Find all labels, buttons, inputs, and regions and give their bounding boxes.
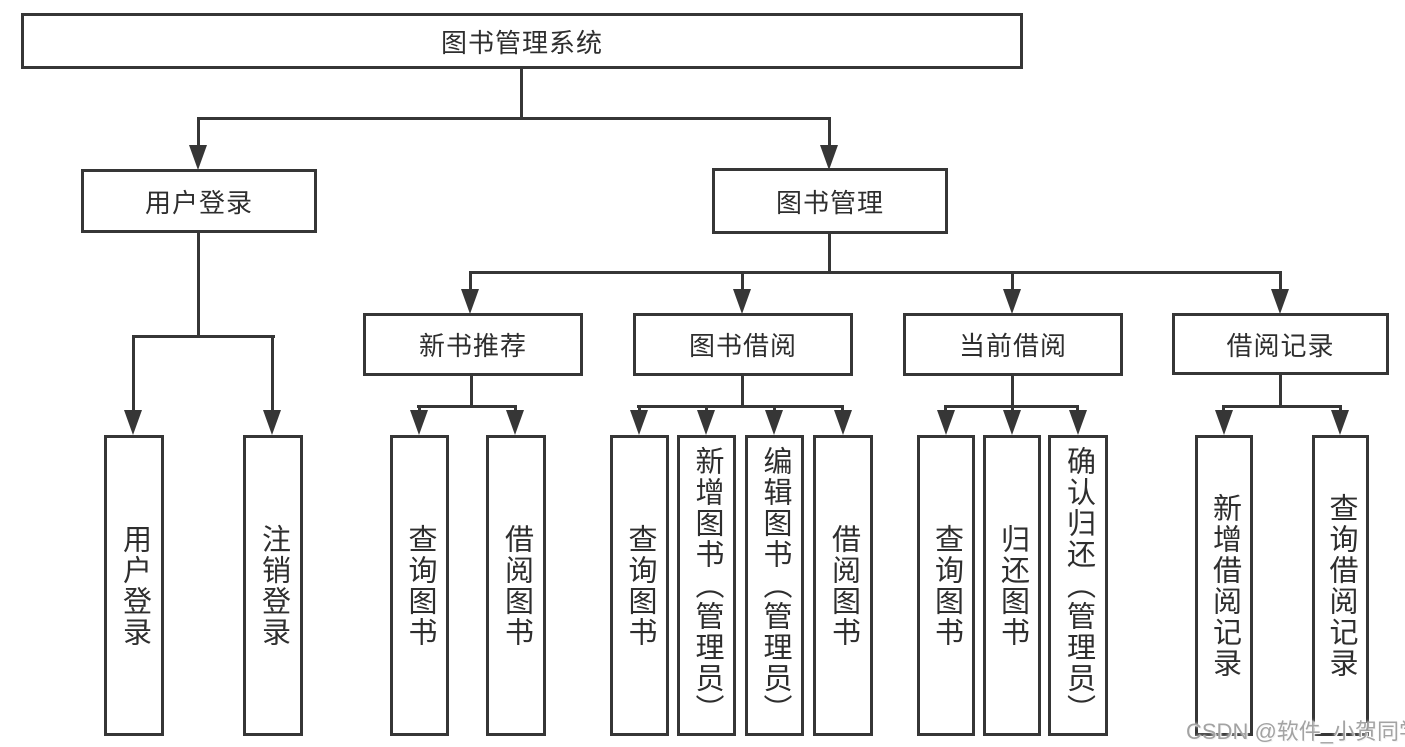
node-leaf-edit-book-label: 编辑图书（管理员） — [759, 446, 791, 725]
edge-drop-book-mgmt — [828, 117, 831, 146]
edge-book-mgmt-hbar — [469, 271, 1282, 274]
arrowhead-add-book-icon — [697, 410, 715, 435]
node-new-book-rec-label: 新书推荐 — [418, 331, 527, 361]
arrowhead-query-borrow-record-icon — [1331, 410, 1349, 435]
arrowhead-borrow-book-b-icon — [834, 410, 852, 435]
edge-drop-borrow-record — [1279, 271, 1282, 292]
edge-book-borrow-stem — [741, 375, 744, 408]
node-book-borrow-label: 图书借阅 — [688, 331, 797, 361]
node-leaf-query-borrow-record-label: 查询借阅记录 — [1325, 492, 1357, 679]
node-leaf-return-book-label: 归还图书 — [996, 523, 1029, 648]
node-borrow-record-label: 借阅记录 — [1226, 330, 1335, 361]
node-leaf-query-book-a: 查询图书 — [390, 435, 449, 736]
node-current-borrow-label: 当前借阅 — [958, 331, 1067, 361]
node-leaf-query-borrow-record: 查询借阅记录 — [1312, 435, 1369, 736]
arrowhead-current-borrow-icon — [1003, 289, 1021, 314]
edge-user-login-hbar — [132, 335, 275, 338]
arrowhead-new-book-rec-icon — [461, 289, 479, 314]
edge-drop-add-book — [705, 405, 708, 414]
node-leaf-borrow-book-a-label: 借阅图书 — [500, 523, 533, 648]
edge-user-login-stem — [197, 232, 200, 338]
node-borrow-record: 借阅记录 — [1172, 313, 1389, 375]
node-leaf-login-label: 用户登录 — [118, 523, 151, 648]
node-leaf-confirm-return-label: 确认归还（管理员） — [1062, 446, 1095, 725]
node-leaf-query-book-a-label: 查询图书 — [404, 523, 436, 648]
edge-borrow-record-hbar — [1222, 405, 1342, 408]
node-user-login: 用户登录 — [81, 169, 317, 233]
edge-drop-edit-book — [773, 405, 776, 414]
edge-drop-query-book-b — [638, 405, 641, 414]
edge-new-book-rec-stem — [470, 375, 473, 408]
arrowhead-return-book-icon — [1003, 410, 1021, 435]
edge-drop-confirm-return — [1076, 405, 1079, 414]
edge-drop-query-book-c — [944, 405, 947, 414]
edge-root-stem — [520, 68, 523, 120]
arrowhead-borrow-book-a-icon — [506, 410, 524, 435]
node-leaf-add-book-label: 新增图书（管理员） — [691, 446, 723, 725]
node-book-mgmt-label: 图书管理 — [775, 187, 884, 218]
node-leaf-borrow-book-a: 借阅图书 — [486, 435, 546, 736]
edge-borrow-record-stem — [1279, 374, 1282, 408]
node-root-label: 图书管理系统 — [440, 27, 603, 58]
node-root: 图书管理系统 — [21, 13, 1023, 69]
edge-drop-query-book-a — [418, 405, 421, 414]
arrowhead-edit-book-icon — [765, 410, 783, 435]
edge-drop-book-borrow — [741, 271, 744, 292]
edge-drop-borrow-book-a — [514, 405, 517, 414]
arrowhead-query-book-b-icon — [630, 410, 648, 435]
node-leaf-query-book-b: 查询图书 — [610, 435, 669, 736]
node-leaf-borrow-book-b: 借阅图书 — [813, 435, 873, 736]
node-leaf-add-book: 新增图书（管理员） — [677, 435, 736, 736]
arrowhead-user-login-icon — [189, 145, 207, 170]
edge-drop-return-book — [1011, 405, 1014, 414]
edge-drop-query-borrow-record — [1339, 405, 1342, 414]
node-leaf-logout: 注销登录 — [243, 435, 303, 736]
node-book-borrow: 图书借阅 — [633, 313, 853, 376]
edge-book-mgmt-stem — [828, 233, 831, 274]
arrowhead-book-borrow-icon — [733, 289, 751, 314]
node-leaf-query-book-c-label: 查询图书 — [930, 523, 963, 648]
node-leaf-add-borrow-record-label: 新增借阅记录 — [1208, 492, 1241, 679]
node-leaf-return-book: 归还图书 — [983, 435, 1041, 736]
arrowhead-login-icon — [124, 410, 142, 435]
node-leaf-confirm-return: 确认归还（管理员） — [1048, 435, 1108, 736]
edge-drop-add-borrow-record — [1222, 405, 1225, 414]
edge-drop-new-book-rec — [469, 271, 472, 292]
node-user-login-label: 用户登录 — [144, 187, 253, 218]
node-leaf-borrow-book-b-label: 借阅图书 — [827, 523, 860, 648]
edge-root-hbar — [197, 117, 831, 120]
edge-drop-user-login — [197, 117, 200, 146]
node-leaf-login: 用户登录 — [104, 435, 164, 736]
node-new-book-rec: 新书推荐 — [363, 313, 583, 376]
node-book-mgmt: 图书管理 — [712, 168, 948, 234]
arrowhead-add-borrow-record-icon — [1215, 410, 1233, 435]
edge-drop-current-borrow — [1011, 271, 1014, 292]
arrowhead-borrow-record-icon — [1271, 289, 1289, 314]
node-leaf-edit-book: 编辑图书（管理员） — [745, 435, 804, 736]
edge-drop-logout — [271, 335, 274, 414]
arrowhead-query-book-c-icon — [937, 410, 955, 435]
node-leaf-query-book-c: 查询图书 — [917, 435, 975, 736]
edge-drop-borrow-book-b — [841, 405, 844, 414]
arrowhead-confirm-return-icon — [1069, 410, 1087, 435]
edge-current-borrow-stem — [1011, 375, 1014, 408]
node-current-borrow: 当前借阅 — [903, 313, 1123, 376]
edge-drop-login — [132, 335, 135, 414]
node-leaf-logout-label: 注销登录 — [257, 523, 290, 648]
watermark: CSDN @软件_小贺同学 — [1186, 719, 1405, 744]
arrowhead-book-mgmt-icon — [820, 145, 838, 170]
arrowhead-logout-icon — [263, 410, 281, 435]
node-leaf-query-book-b-label: 查询图书 — [624, 523, 656, 648]
node-leaf-add-borrow-record: 新增借阅记录 — [1195, 435, 1253, 736]
edge-book-borrow-hbar — [637, 405, 844, 408]
edge-new-book-rec-hbar — [417, 405, 517, 408]
arrowhead-query-book-a-icon — [410, 410, 428, 435]
